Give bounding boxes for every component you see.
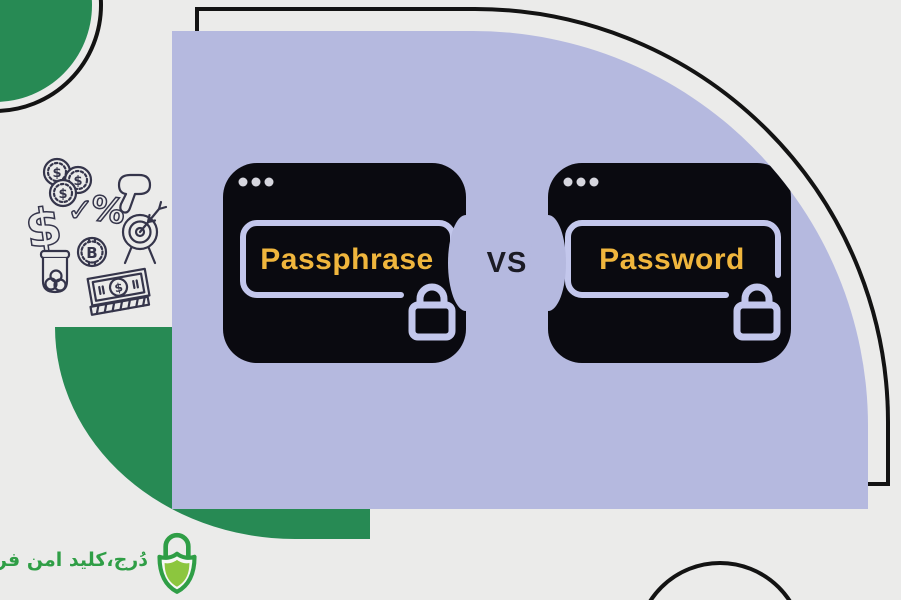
checkmark-icon: ✓ bbox=[66, 190, 94, 230]
banknotes-icon: $ bbox=[86, 267, 151, 316]
passphrase-window-card: Passphrase bbox=[223, 163, 466, 363]
password-window-card: Password bbox=[548, 163, 791, 363]
password-label: Password bbox=[599, 243, 745, 276]
svg-text:$: $ bbox=[52, 166, 61, 181]
svg-text:$: $ bbox=[58, 187, 67, 202]
bitcoin-coin-icon: B bbox=[76, 236, 108, 268]
brand-tagline: دُرج،کلید امن فردا! bbox=[0, 549, 148, 571]
lock-icon bbox=[408, 283, 456, 341]
window-frame bbox=[223, 163, 466, 363]
coin-jar-icon bbox=[39, 249, 71, 294]
passphrase-input-field bbox=[240, 220, 456, 298]
svg-text:$: $ bbox=[113, 280, 124, 295]
thumbs-down-icon bbox=[117, 173, 152, 214]
dartboard-target-icon bbox=[121, 200, 168, 265]
card-notch-right bbox=[530, 215, 566, 311]
svg-text:$: $ bbox=[73, 174, 82, 189]
vs-label: VS bbox=[486, 247, 528, 279]
passphrase-label: Passphrase bbox=[260, 243, 433, 276]
svg-text:B: B bbox=[86, 244, 97, 262]
top-left-green-circle bbox=[0, 0, 92, 102]
money-doodles: $ $ $ $ ✓ % B bbox=[21, 157, 168, 316]
shield-lock-icon bbox=[157, 532, 197, 594]
svg-text:%: % bbox=[88, 188, 127, 232]
card-notch-left bbox=[448, 215, 484, 311]
password-input-field bbox=[565, 220, 781, 298]
purple-panel: Passphrase Password VS bbox=[172, 31, 868, 509]
svg-text:✓: ✓ bbox=[67, 191, 94, 229]
bottom-right-circle-outline bbox=[635, 561, 805, 600]
dollar-coins-icon: $ $ $ bbox=[42, 157, 93, 208]
percent-icon: % bbox=[88, 188, 129, 234]
lock-icon bbox=[733, 283, 781, 341]
window-dots-icon bbox=[238, 177, 274, 187]
window-dots-icon bbox=[563, 177, 599, 187]
window-frame bbox=[548, 163, 791, 363]
